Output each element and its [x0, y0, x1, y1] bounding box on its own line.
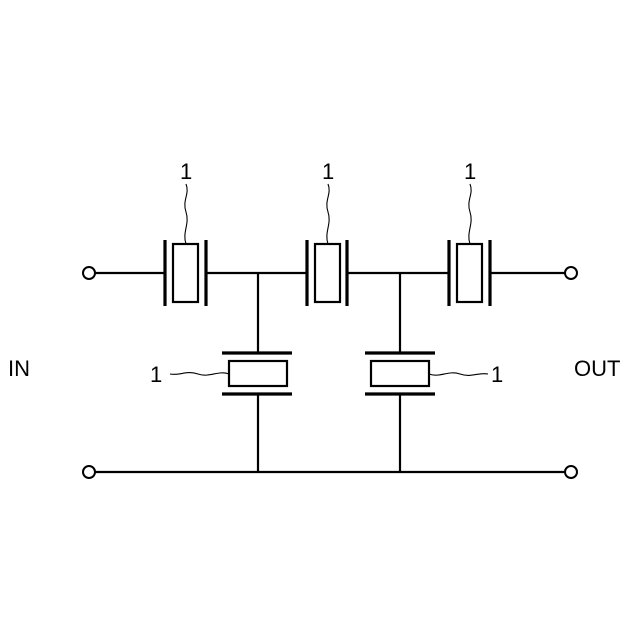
reference-leader [429, 373, 488, 376]
output-terminal-bottom [565, 466, 577, 478]
reference-leader [170, 373, 229, 376]
series-resonator-2: 1 [307, 159, 347, 306]
resonator-body [173, 244, 198, 302]
reference-label: 1 [464, 159, 476, 184]
input-terminal-bottom [83, 466, 95, 478]
input-label: IN [8, 356, 30, 381]
reference-leader [327, 184, 329, 244]
reference-label: 1 [491, 362, 503, 387]
reference-label: 1 [180, 159, 192, 184]
resonator-body [315, 244, 340, 302]
series-resonator-1: 1 [165, 159, 206, 306]
shunt-resonator-1: 1 [150, 353, 292, 394]
resonator-body [371, 361, 429, 386]
reference-label: 1 [322, 159, 334, 184]
output-terminal-top [565, 267, 577, 279]
reference-label: 1 [150, 362, 162, 387]
shunt-resonator-2: 1 [365, 353, 503, 394]
input-terminal-top [83, 267, 95, 279]
reference-leader [469, 184, 471, 244]
resonator-body [457, 244, 482, 302]
output-label: OUT [574, 356, 620, 381]
resonator-body [229, 361, 287, 386]
reference-leader [185, 184, 187, 244]
series-resonator-3: 1 [449, 159, 490, 306]
